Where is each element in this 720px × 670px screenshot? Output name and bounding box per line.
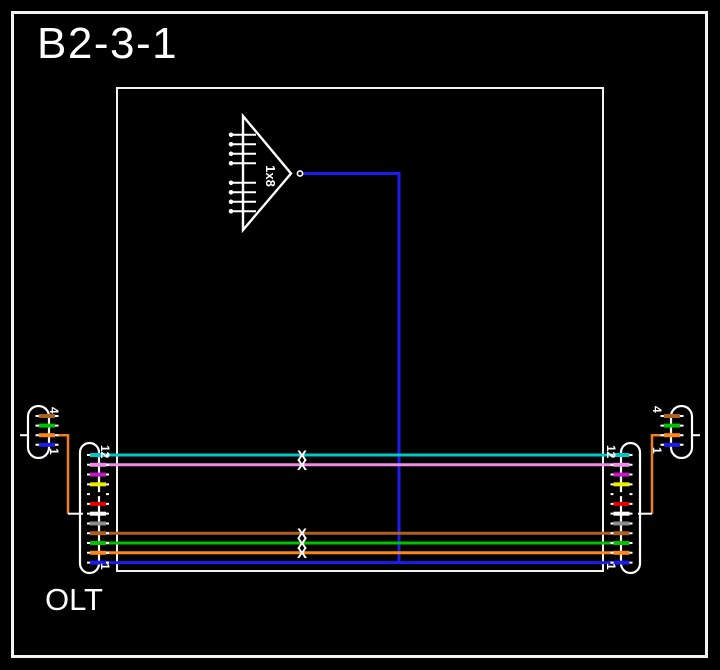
feeder-cable-left-outline[interactable] (78, 441, 101, 575)
feeder-cable-left-fibers (87, 453, 109, 565)
drop-cable-left[interactable]: 4 1 (26, 404, 61, 460)
splice-mark-rose[interactable]: X (297, 457, 307, 474)
splitter-port-dot (228, 190, 234, 195)
drop-cable-left-count: 4 (47, 407, 61, 414)
splitter-port-dot (228, 209, 234, 214)
page-title: B2-3-1 (37, 19, 178, 68)
feeder-cable-right[interactable]: 12 1 (604, 441, 642, 575)
splitter-ratio-label: 1x8 (263, 165, 278, 187)
splitter-triangle[interactable] (241, 112, 293, 234)
splitter-port-dot (228, 151, 234, 157)
drop-cable-left-fibers (35, 414, 59, 447)
drop-cable-right-count: 4 (650, 406, 664, 413)
feeder-cable-right-fibers (610, 453, 633, 565)
splitter-port-dot (228, 142, 234, 147)
splice-mark-green[interactable]: X (297, 535, 307, 552)
splitter-output-port[interactable] (296, 170, 304, 177)
olt-label: OLT (45, 582, 103, 617)
drop-cable-left-outline[interactable] (26, 404, 51, 460)
right-drop-route[interactable] (650, 433, 664, 514)
olt-enclosure-box (116, 87, 604, 572)
splitter-port-dot (228, 132, 234, 138)
drop-cable-right-outline[interactable] (669, 404, 694, 460)
feeder-cable-left-first: 1 (98, 563, 112, 570)
splice-marks[interactable]: X X X X X (297, 447, 307, 562)
splitter-port-dot (228, 180, 234, 186)
feeder-cable-right-first: 1 (604, 563, 618, 570)
drop-cable-left-first: 1 (47, 448, 61, 455)
outer-frame (11, 11, 708, 658)
feeder-cable-left-count: 12 (98, 445, 112, 459)
left-drop-route[interactable] (56, 433, 70, 514)
splitter-symbol[interactable]: 1x8 (228, 112, 304, 234)
drop-cable-right-first: 1 (650, 447, 664, 454)
splice-mark-aqua[interactable]: X (297, 447, 307, 464)
feeder-cable-right-count: 12 (604, 445, 618, 459)
splice-mark-orange[interactable]: X (297, 545, 307, 562)
drop-cable-routes (20, 433, 700, 515)
splitter-port-dot (228, 161, 234, 166)
splitter-ports (228, 132, 256, 214)
feeder-cable-right-outline[interactable] (619, 441, 642, 575)
splitter-output-fiber-blue[interactable] (302, 172, 401, 563)
splitter-port-dot (228, 199, 234, 205)
through-fiber-lines[interactable] (98, 453, 622, 565)
splice-mark-brown[interactable]: X (297, 526, 307, 543)
drop-cable-right-fibers (660, 414, 684, 447)
feeder-cable-left[interactable]: 12 1 (78, 441, 112, 575)
drop-cable-right[interactable]: 4 1 (650, 404, 694, 460)
